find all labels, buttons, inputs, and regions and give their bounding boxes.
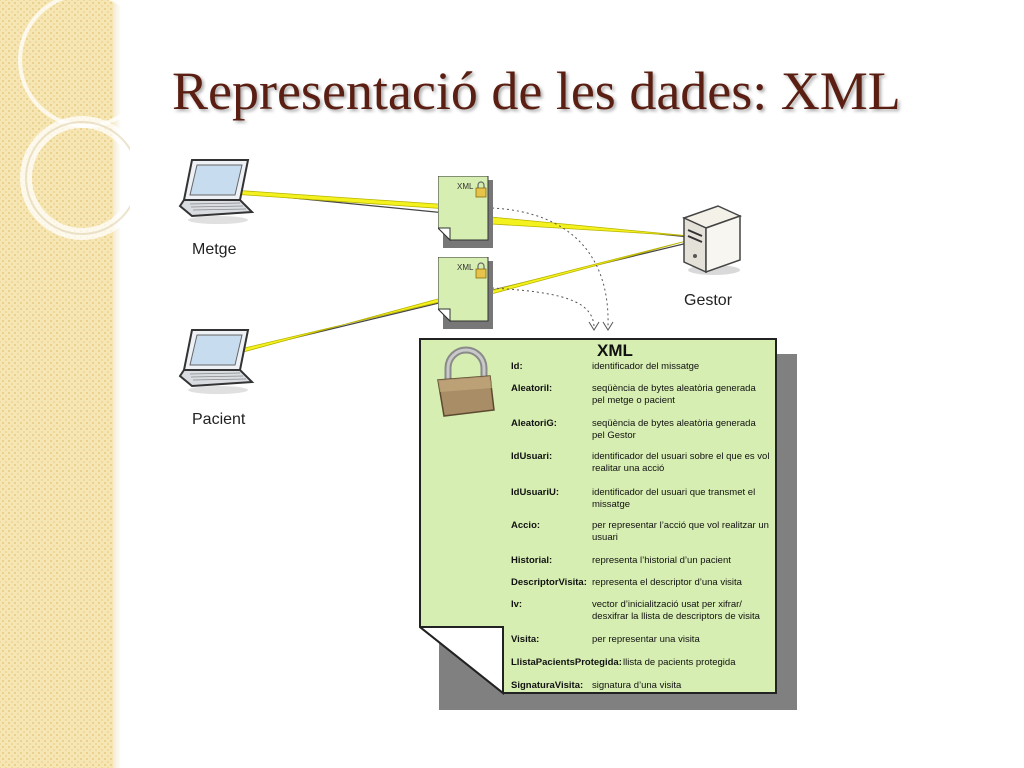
xml-field-description: vector d’inicialització usat per xifrar/… (592, 599, 760, 622)
xml-field-name: Iv: (511, 599, 523, 610)
xml-field-description: identificador del usuari que transmet el… (592, 487, 756, 510)
xml-field-description: identificador del usuari sobre el que es… (592, 451, 770, 474)
xml-field-name: AleatoriI: (511, 383, 553, 394)
xml-field-description: per representar l’acció que vol realitza… (592, 520, 769, 543)
padlock-icon (437, 346, 495, 417)
dotted-arrow-1 (491, 207, 609, 327)
arrow-head-1 (602, 321, 614, 331)
xml-field-name: LlistaPacientsProtegida: (511, 657, 622, 668)
xml-field-name: Visita: (511, 634, 540, 645)
xml-field-name: IdUsuari: (511, 451, 553, 462)
xml-field-description: signatura d’una visita (592, 680, 682, 691)
xml-field-description: llista de pacients protegida (623, 657, 736, 668)
mini-xml-doc-1 (438, 176, 493, 248)
node-label-metge: Metge (192, 241, 237, 258)
xml-field-name: SignaturaVisita: (511, 680, 584, 691)
xml-field-description: representa l’historial d’un pacient (592, 555, 731, 566)
slide-title: Representació de les dades: XML (172, 61, 901, 121)
xml-field-name: DescriptorVisita: (511, 577, 587, 588)
mini-xml-doc-2 (438, 257, 493, 329)
mini-xml-label-1: XML (457, 182, 474, 191)
mini-xml-label-2: XML (457, 263, 474, 272)
xml-document-card (419, 338, 797, 710)
xml-field-description: representa el descriptor d’una visita (592, 577, 742, 588)
xml-field-name: Historial: (511, 555, 553, 566)
laptop-metge-icon (178, 159, 255, 224)
xml-field-description: seqüència de bytes aleatòria generada pe… (592, 383, 756, 406)
server-gestor-icon (681, 205, 743, 275)
xml-field-name: Id: (511, 361, 523, 372)
xml-field-name: IdUsuariU: (511, 487, 560, 498)
xml-field-description: seqüència de bytes aleatòria generada pe… (592, 418, 756, 441)
xml-document-title: XML (597, 341, 633, 360)
xml-field-name: Accio: (511, 520, 541, 531)
laptop-pacient-icon (178, 329, 255, 394)
sidebar-circles-decoration (18, 0, 130, 240)
sidebar-edge (113, 0, 121, 768)
node-label-pacient: Pacient (192, 411, 246, 428)
xml-field-description: per representar una visita (592, 634, 700, 645)
xml-field-name: AleatoriG: (511, 418, 557, 429)
dotted-arrow-2 (491, 287, 595, 327)
node-label-gestor: Gestor (684, 292, 733, 309)
xml-field-description: identificador del missatge (592, 361, 700, 372)
arrow-head-2 (588, 321, 600, 331)
